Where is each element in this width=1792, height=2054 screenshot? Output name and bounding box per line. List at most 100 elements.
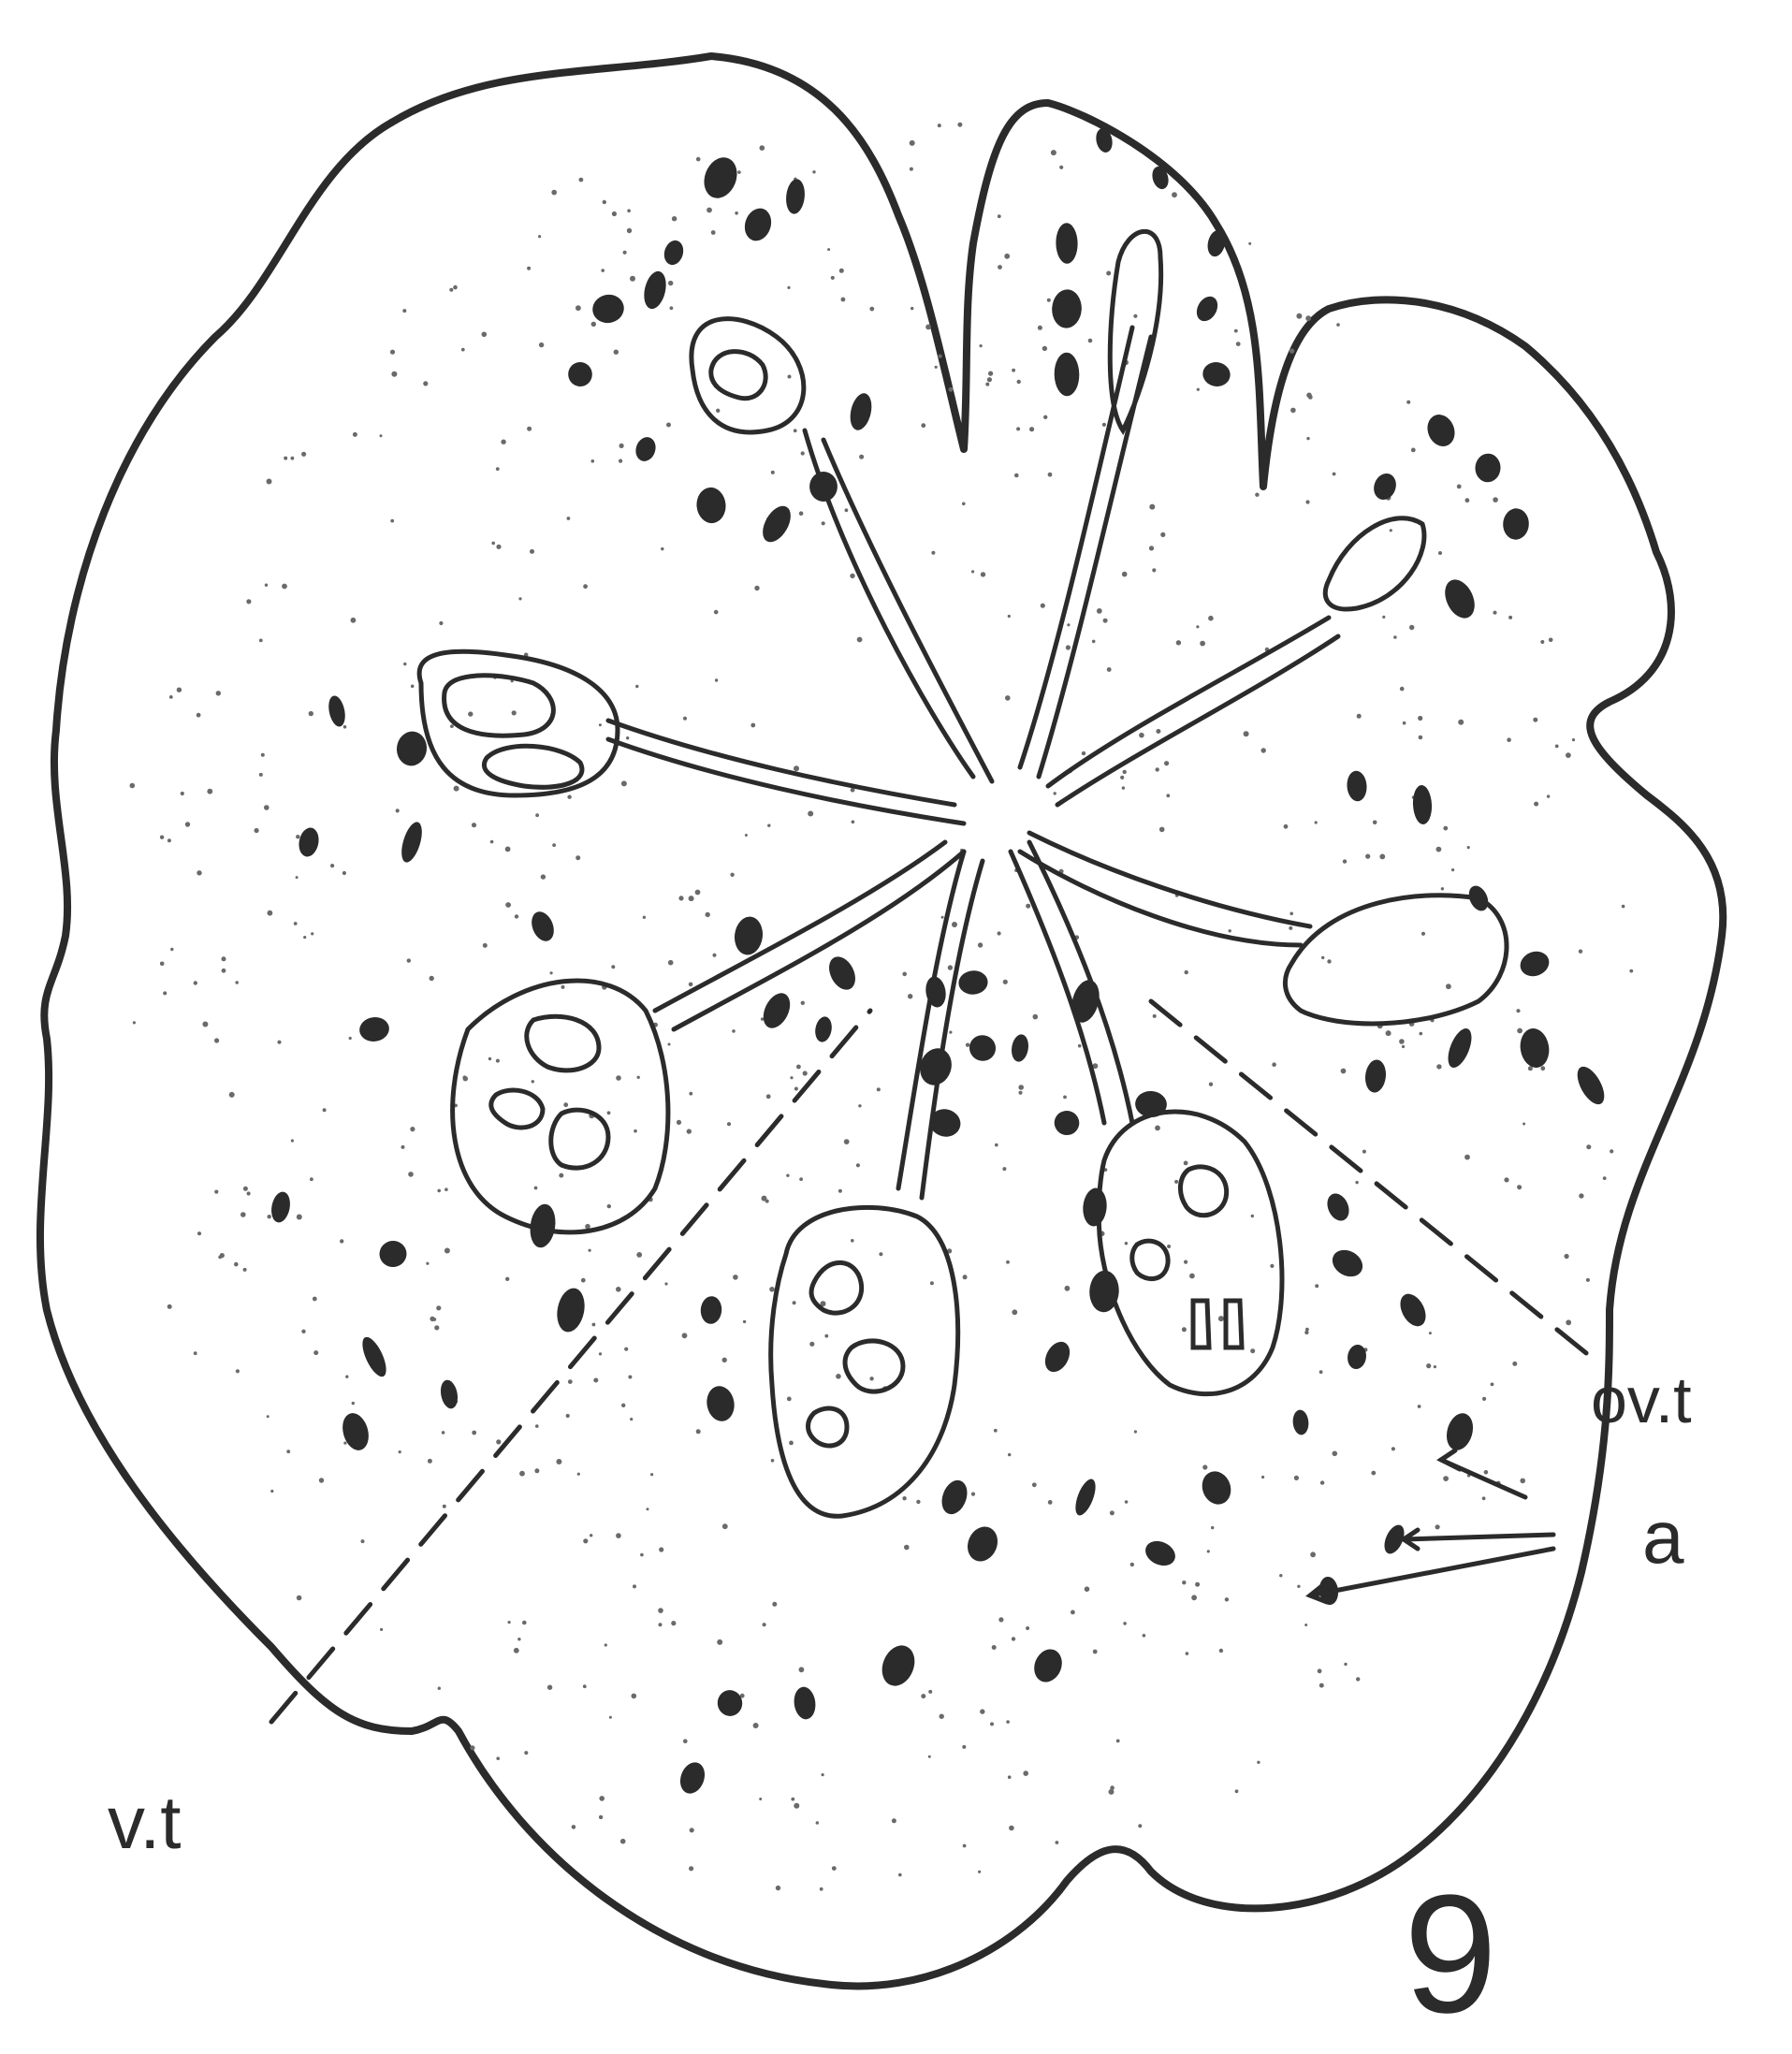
stipple-dot <box>527 267 531 270</box>
stipple-dot <box>1134 1430 1137 1433</box>
stipple-dot <box>1315 821 1318 823</box>
stipple-dot <box>284 457 287 460</box>
stipple-dot <box>1507 737 1511 742</box>
stipple-dot <box>1333 1451 1338 1457</box>
stipple-dot <box>197 713 201 718</box>
stipple-dot <box>1122 572 1128 577</box>
stipple-dot <box>992 1645 997 1650</box>
stipple-dot <box>1508 616 1512 619</box>
stipple-dot <box>1065 1286 1071 1291</box>
stipple-dot <box>1586 1144 1591 1149</box>
stipple-dot <box>612 211 617 216</box>
stipple-dot <box>971 570 974 573</box>
stipple-dot <box>330 864 334 867</box>
stipple-dot <box>349 1037 352 1040</box>
stipple-dot <box>1289 912 1293 916</box>
stipple-dot <box>1048 473 1053 477</box>
stipple-dot <box>1250 1348 1255 1353</box>
stipple-dot <box>1304 1624 1307 1626</box>
dark-spot <box>357 1333 391 1379</box>
stipple-dot <box>659 1547 663 1551</box>
stipple-dot <box>343 725 347 729</box>
stipple-dot <box>407 958 411 962</box>
stipple-dot <box>1174 1180 1178 1184</box>
stipple-dot <box>453 285 458 290</box>
stipple-dot <box>902 972 907 977</box>
dark-spot <box>962 1522 1002 1566</box>
stipple-dot <box>677 1120 681 1125</box>
stipple-dot <box>303 936 306 939</box>
stipple-dot <box>985 383 989 386</box>
stipple-dot <box>988 371 993 376</box>
stipple-dot <box>1048 1500 1053 1505</box>
arrows-a <box>1310 1450 1553 1602</box>
stipple-dot <box>1261 748 1266 752</box>
stipple-dot <box>1019 1091 1023 1095</box>
dark-spot <box>758 989 795 1033</box>
stipple-dot <box>683 1739 688 1743</box>
stipple-dot <box>1182 1327 1187 1332</box>
stipple-dot <box>1547 794 1550 797</box>
stipple-dot <box>309 711 313 716</box>
stipple-dot <box>1176 640 1181 645</box>
stipple-dot <box>160 962 165 967</box>
stipple-dot <box>727 1122 731 1126</box>
stipple-dot <box>1421 932 1425 936</box>
stipple-dot <box>788 375 792 379</box>
stipple-dot <box>1234 329 1238 333</box>
dark-spot <box>1475 453 1502 483</box>
stipple-dot <box>1566 752 1571 758</box>
stipple-dot <box>454 786 459 792</box>
stipple-dot <box>1373 821 1377 825</box>
stipple-dot <box>426 1262 429 1265</box>
stipple-dot <box>1017 380 1021 384</box>
dark-spot <box>1292 1409 1310 1435</box>
stipple-dot <box>794 1803 799 1809</box>
stipple-dot <box>787 1397 792 1402</box>
stipple-dot <box>1029 427 1034 431</box>
dark-spot <box>590 292 626 327</box>
stipple-dot <box>1159 827 1165 833</box>
stipple-dot <box>925 325 931 330</box>
stipple-dot <box>1067 623 1070 626</box>
stipple-dot <box>713 954 717 957</box>
stipple-dot <box>696 157 701 162</box>
stipple-dot <box>351 618 357 623</box>
stipple-dot <box>664 1282 667 1285</box>
stipple-dot <box>1032 1482 1037 1487</box>
stipple-dot <box>1116 1740 1120 1743</box>
stipple-dot <box>514 1648 519 1653</box>
stipple-dot <box>390 350 395 355</box>
stipple-dot <box>632 1694 637 1699</box>
stipple-dot <box>505 847 511 852</box>
stipple-dot <box>643 916 646 919</box>
stipple-dot <box>836 1374 841 1379</box>
stipple-dot <box>1042 346 1047 351</box>
stipple-dot <box>1517 1185 1522 1189</box>
stipple-dot <box>607 1204 611 1208</box>
stipple-dot <box>910 140 915 146</box>
stipple-dot <box>539 342 544 347</box>
stipple-dot <box>207 789 212 794</box>
stipple-dot <box>396 808 400 812</box>
stipple-dot <box>579 178 584 182</box>
stipple-dot <box>1026 904 1030 909</box>
stipple-dot <box>839 269 844 273</box>
stipple-dot <box>852 821 855 824</box>
dark-spot <box>439 1378 460 1410</box>
stipple-dot <box>524 1751 528 1755</box>
stipple-dot <box>931 551 935 555</box>
dark-spot <box>1029 1645 1067 1686</box>
dark-spot <box>1056 223 1078 264</box>
stipple-dot <box>689 1092 692 1096</box>
stipple-dot <box>591 322 596 327</box>
stipple-dot <box>1406 401 1410 404</box>
stipple-dot <box>902 1496 906 1500</box>
stipple-dot <box>1610 1149 1613 1153</box>
stipple-dot <box>218 1256 222 1260</box>
stipple-dot <box>1041 604 1045 608</box>
stipple-dot <box>794 1087 798 1091</box>
stipple-dot <box>1357 714 1362 719</box>
stipple-dot <box>501 440 505 444</box>
stipple-dot <box>236 1369 240 1373</box>
